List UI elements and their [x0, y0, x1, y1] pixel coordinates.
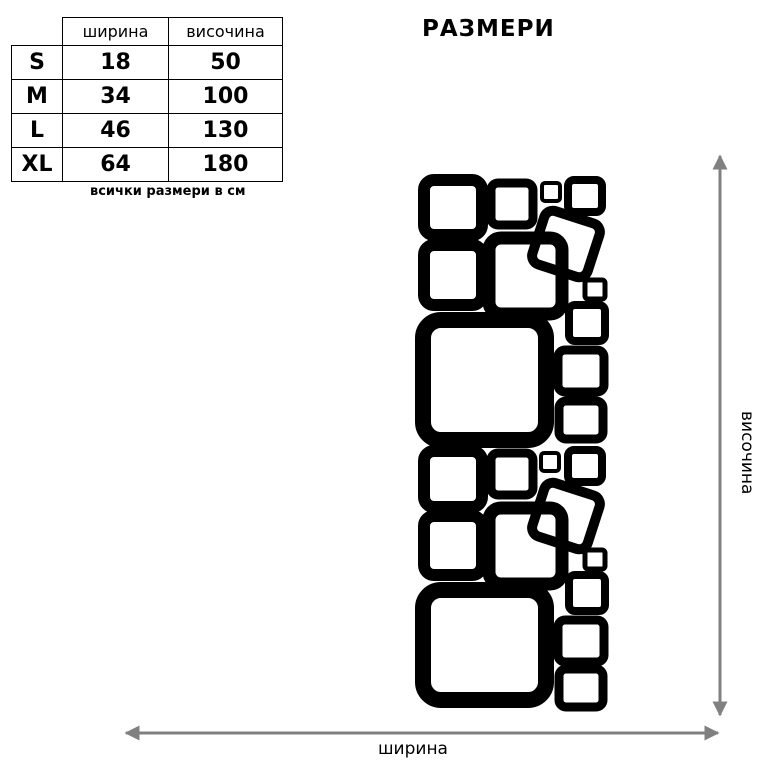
decal-square — [415, 582, 554, 708]
decal-square — [486, 178, 538, 230]
page-title: РАЗМЕРИ — [422, 16, 555, 42]
width-value: 18 — [62, 45, 169, 80]
decal-square — [553, 615, 609, 667]
decal-square — [554, 396, 608, 444]
decal-square — [564, 446, 606, 486]
width-value: 34 — [62, 79, 169, 114]
size-label: M — [11, 79, 63, 114]
table-header-row: ширина височина — [11, 17, 283, 46]
decal-squares — [415, 174, 609, 712]
size-label: L — [11, 113, 63, 148]
size-label: XL — [11, 147, 63, 182]
table-row: XL 64 180 — [11, 147, 283, 182]
decal-square — [564, 176, 606, 216]
width-value: 64 — [62, 147, 169, 182]
decal-square — [418, 510, 488, 581]
decal-square — [553, 345, 609, 397]
units-note: всички размери в см — [90, 184, 246, 199]
height-column-header: височина — [168, 17, 283, 46]
decal-square — [418, 239, 488, 311]
width-axis-label: ширина — [378, 739, 448, 759]
decal-square — [486, 448, 538, 500]
decal-square — [482, 501, 569, 591]
height-axis-label: височина — [737, 411, 757, 495]
table-row: S 18 50 — [11, 45, 283, 80]
decal-square — [418, 174, 488, 241]
decal-square — [482, 231, 569, 321]
size-table: ширина височина S 18 50 M 34 100 L 46 13… — [11, 17, 283, 182]
width-value: 46 — [62, 113, 169, 148]
table-row: L 46 130 — [11, 113, 283, 148]
decal-square — [540, 181, 562, 203]
decal-square — [582, 547, 608, 572]
decal-square — [418, 445, 488, 513]
decal-square — [539, 451, 561, 473]
height-value: 180 — [168, 147, 283, 182]
decal-square — [582, 277, 608, 302]
decal-square — [415, 312, 554, 448]
decal-square — [527, 205, 605, 283]
height-value: 50 — [168, 45, 283, 80]
decal-square — [527, 477, 605, 555]
decal-square — [565, 571, 609, 615]
decal-square — [554, 664, 608, 712]
decal-square — [565, 301, 609, 345]
